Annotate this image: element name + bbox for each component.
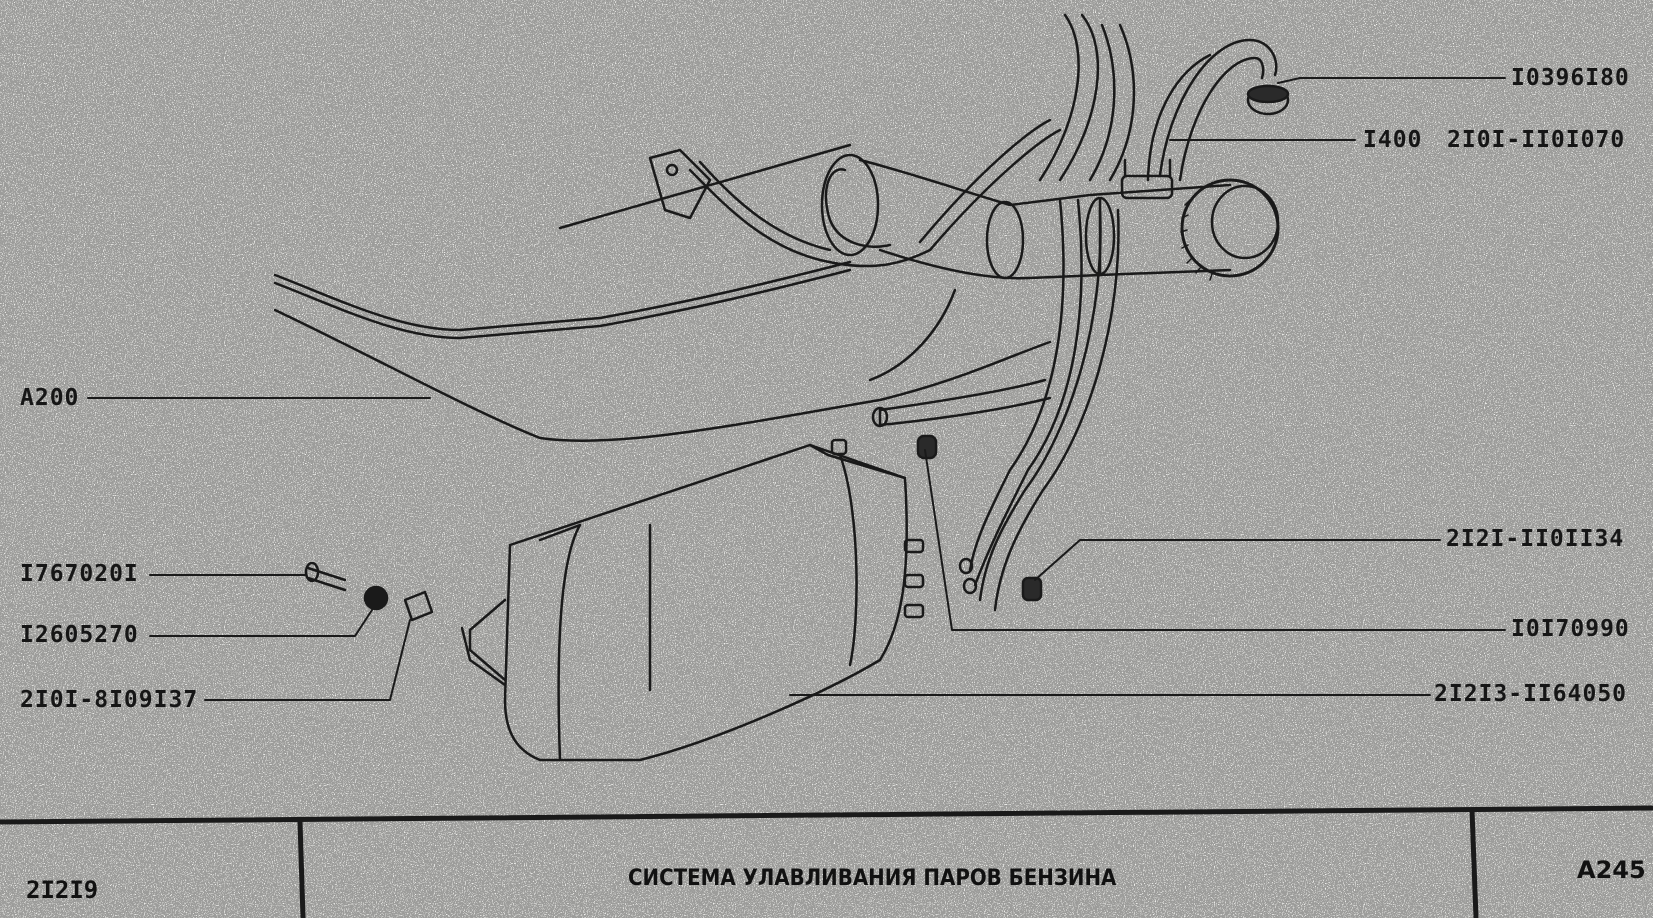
label-plug: I0I70990 <box>1511 616 1630 642</box>
leader-hose-clamp <box>1277 77 1506 84</box>
leader-washer <box>149 609 373 637</box>
fasteners <box>304 84 1290 622</box>
label-tank: A200 <box>20 385 80 411</box>
leader-bracket-nut <box>204 619 411 701</box>
leader-plug <box>924 449 1506 631</box>
vent-bracket <box>558 118 1062 268</box>
leader-clip <box>1034 539 1441 581</box>
filler-neck <box>820 153 1280 281</box>
label-filler-pipe: 2I0I-II0I070 <box>1447 127 1626 153</box>
label-clip-tube: 2I2I-II0II34 <box>1446 526 1625 552</box>
label-hose-clamp: I0396I80 <box>1511 65 1630 91</box>
leader-lines <box>87 77 1506 701</box>
bracket-nut-shape <box>403 590 434 622</box>
model-number: 2I2I9 <box>26 876 99 904</box>
fuel-tank <box>273 260 1052 442</box>
label-canister: 2I2I3-II64050 <box>1434 681 1628 707</box>
washer-shape <box>363 585 389 611</box>
title-block-frame <box>0 805 1653 918</box>
clip-shape <box>1021 576 1043 602</box>
sheet-number: А245 <box>1577 856 1646 884</box>
label-hose-1400: I400 <box>1363 127 1423 153</box>
plug-shape <box>916 434 938 460</box>
vapor-canister <box>460 438 925 762</box>
label-washer: I2605270 <box>20 622 139 648</box>
drawing-title: СИСТЕМА УЛАВЛИВАНИЯ ПАРОВ БЕНЗИНА <box>628 866 1117 891</box>
label-bracket-nut: 2I0I-8I09I37 <box>20 687 199 713</box>
vent-hose-loop <box>1146 38 1278 182</box>
label-bolt: I767020I <box>20 561 139 587</box>
